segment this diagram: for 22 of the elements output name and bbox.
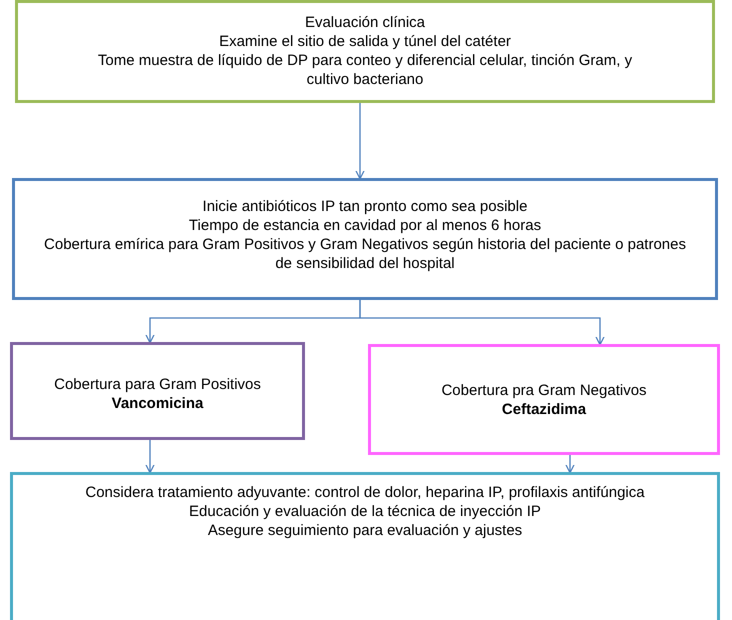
process-box xyxy=(15,0,715,103)
process-box xyxy=(10,342,305,440)
box-text: Cobertura para Gram Positivos xyxy=(54,375,261,394)
box-text: Educación y evaluación de la técnica de inyección IP xyxy=(189,502,541,521)
box-text: Tiempo de estancia en cavidad por al menos 6 horas xyxy=(188,216,542,235)
box-text: Cobertura emírica para Gram Positivos y Gram Negativos según historia del paciente o patrones de sensibilidad del hospital xyxy=(43,235,687,273)
box-text: Cobertura pra Gram Negativos xyxy=(441,381,647,400)
process-box xyxy=(368,344,720,455)
box-text: Inicie antibióticos IP tan pronto como sea posible xyxy=(202,197,528,216)
process-box xyxy=(12,178,718,300)
arrow xyxy=(145,440,155,474)
process-box xyxy=(10,472,720,620)
box-text: Asegure seguimiento para evaluación y ajustes xyxy=(208,521,522,540)
arrow xyxy=(565,455,575,474)
drug-name: Vancomicina xyxy=(112,394,204,413)
box-text: Examine el sitio de salida y túnel del catéter xyxy=(219,32,511,51)
box-text: Considera tratamiento adyuvante: control de dolor, heparina IP, profilaxis antifúngica xyxy=(85,483,645,502)
box-text: Evaluación clínica xyxy=(304,13,426,32)
arrow xyxy=(355,103,365,180)
drug-name: Ceftazidima xyxy=(502,400,586,419)
box-text: Tome muestra de líquido de DP para conteo y diferencial celular, tinción Gram, y cultivo bacteriano xyxy=(96,51,634,89)
arrow xyxy=(359,300,605,346)
